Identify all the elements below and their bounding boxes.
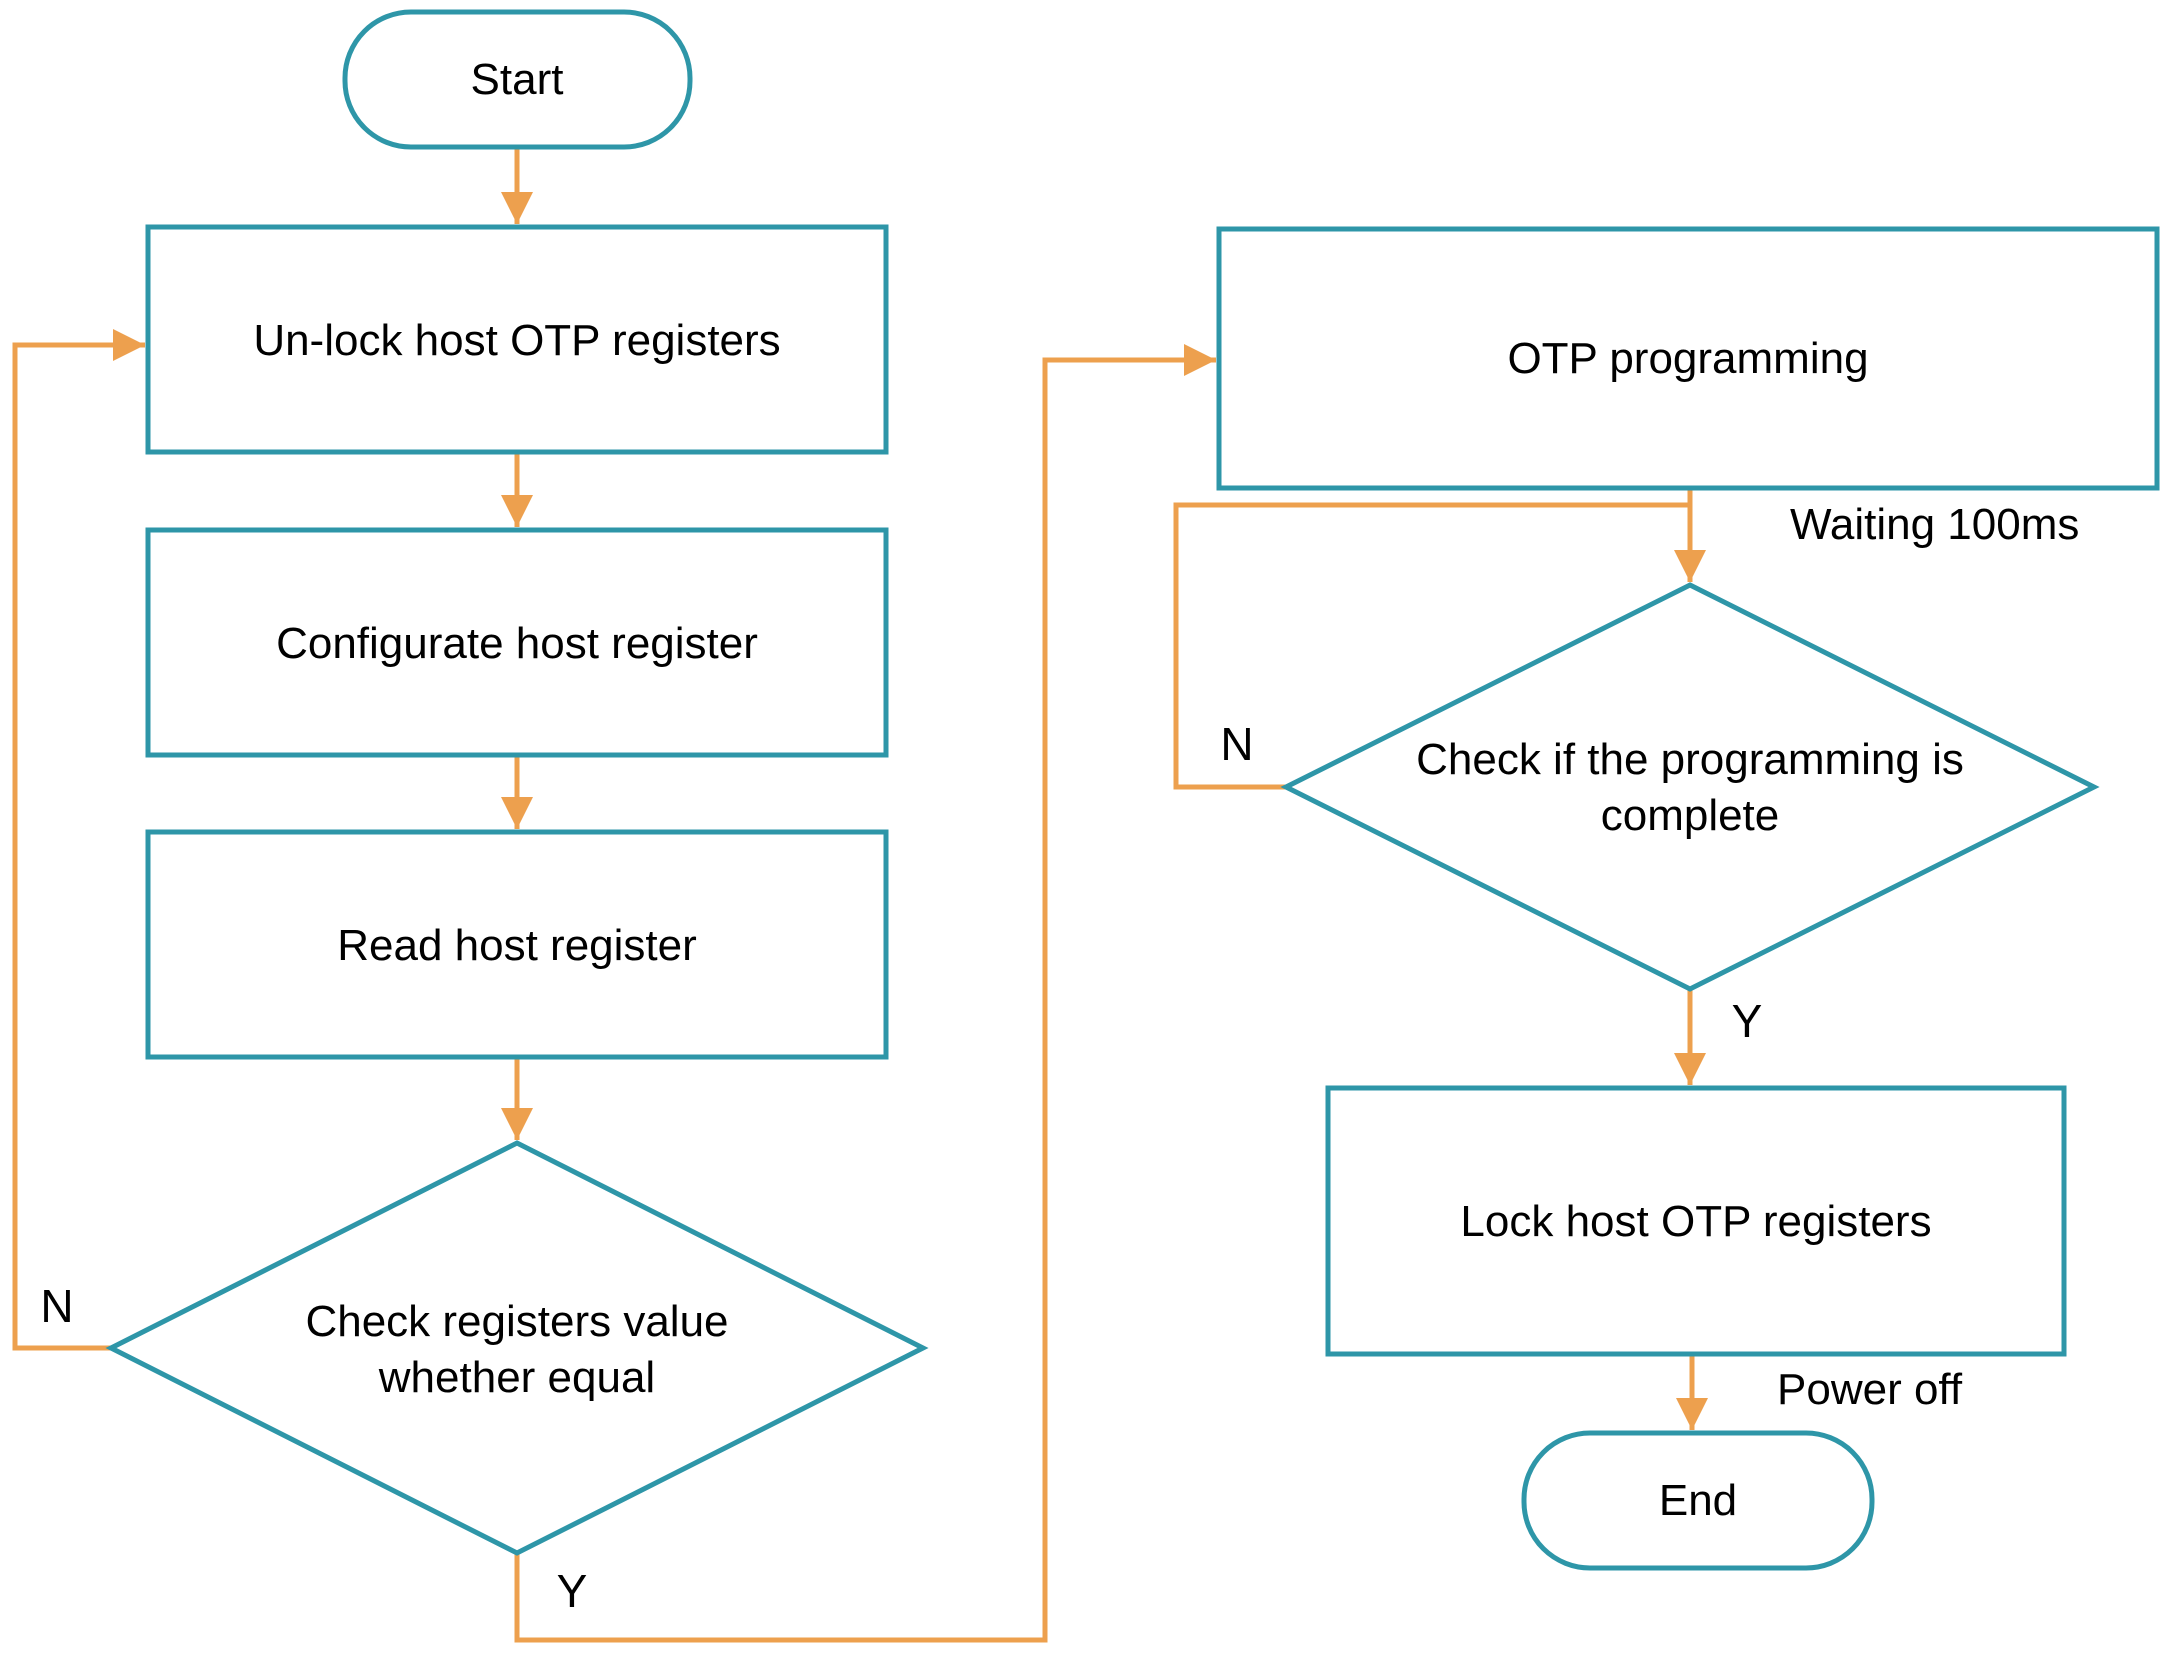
lock-label: Lock host OTP registers bbox=[1460, 1197, 1931, 1246]
otp-programming-process-shape bbox=[1216, 226, 2160, 491]
check-equal-decision-shape bbox=[105, 1140, 929, 1556]
waiting-100ms-label: Waiting 100ms bbox=[1790, 500, 2079, 549]
end-label: End bbox=[1659, 1476, 1737, 1525]
check-complete-yes-label: Y bbox=[1732, 995, 1763, 1047]
connector-check-complete-no-loop bbox=[1173, 502, 1688, 790]
start-label: Start bbox=[471, 55, 564, 104]
unlock-label: Un-lock host OTP registers bbox=[253, 316, 780, 365]
check-equal-no-label: N bbox=[40, 1280, 73, 1332]
check-complete-label-line1: Check if the programming is bbox=[1416, 735, 1964, 784]
check-complete-label-line2: complete bbox=[1601, 791, 1780, 840]
configurate-label: Configurate host register bbox=[276, 619, 758, 668]
check-equal-yes-label: Y bbox=[557, 1565, 588, 1617]
lock-process-shape bbox=[1325, 1085, 2067, 1357]
connector-check-equal-yes-to-otp bbox=[514, 344, 1216, 1643]
check-complete-decision-shape bbox=[1280, 582, 2100, 992]
read-label: Read host register bbox=[337, 921, 697, 970]
connector-check-equal-no-loop bbox=[12, 329, 145, 1351]
configurate-process-shape bbox=[145, 527, 889, 758]
otp-programming-label: OTP programming bbox=[1507, 334, 1868, 383]
check-equal-label-line1: Check registers value bbox=[305, 1297, 728, 1346]
power-off-label: Power off bbox=[1777, 1365, 1963, 1414]
end-terminator-shape bbox=[1521, 1430, 1875, 1571]
unlock-process-shape bbox=[145, 224, 889, 455]
read-process-shape bbox=[145, 829, 889, 1060]
check-complete-no-label: N bbox=[1220, 718, 1253, 770]
check-equal-label-line2: whether equal bbox=[378, 1353, 655, 1402]
start-terminator-shape bbox=[342, 9, 693, 150]
